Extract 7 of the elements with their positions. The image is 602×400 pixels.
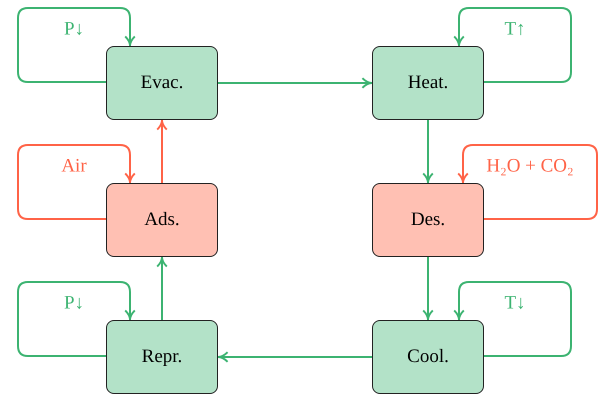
process-box: Heat. (372, 46, 484, 120)
process-box: Ads. (106, 183, 218, 257)
process-box: Evac. (106, 46, 218, 120)
process-box: Des. (372, 183, 484, 257)
process-box: Repr. (106, 320, 218, 394)
process-box: Cool. (372, 320, 484, 394)
edge-label: H₂O + CO₂ (484, 156, 576, 178)
